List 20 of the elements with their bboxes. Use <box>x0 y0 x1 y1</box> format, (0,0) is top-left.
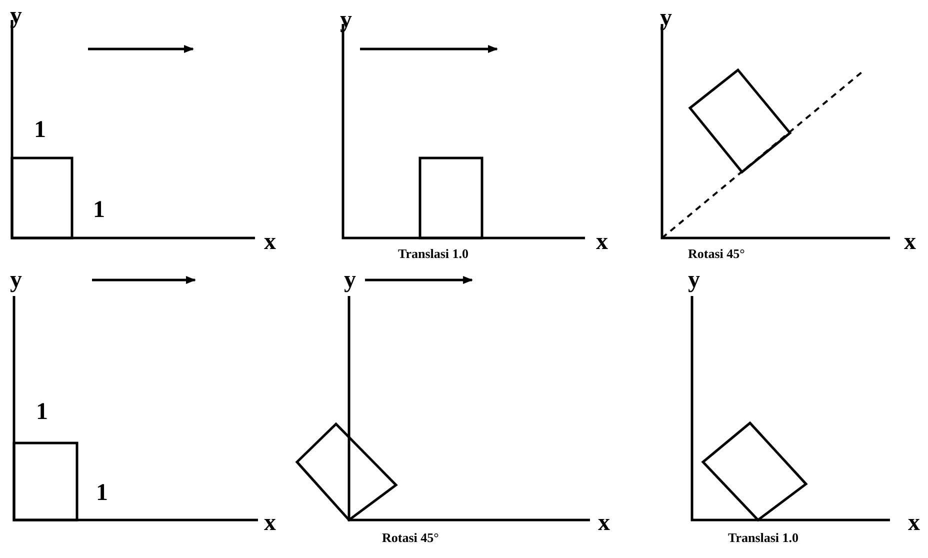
axis-label: y <box>340 8 352 32</box>
dimension-label: 1 <box>34 118 46 142</box>
axis-label: x <box>908 511 920 535</box>
caption: Rotasi 45° <box>688 247 745 260</box>
caption: Translasi 1.0 <box>728 531 799 544</box>
axis-label: y <box>344 268 356 292</box>
dimension-label: 1 <box>96 481 108 505</box>
dimension-label: 1 <box>93 198 105 222</box>
axis-label: y <box>660 6 672 30</box>
axis-label: x <box>264 511 276 535</box>
dimension-label: 1 <box>36 400 48 424</box>
axis-label: y <box>688 268 700 292</box>
axis-label: x <box>598 511 610 535</box>
caption: Translasi 1.0 <box>398 247 469 260</box>
axis-label: y <box>10 4 22 28</box>
axis-label: x <box>264 230 276 254</box>
axis-label: x <box>904 230 916 254</box>
axis-label: x <box>596 230 608 254</box>
axis-label: y <box>10 268 22 292</box>
caption: Rotasi 45° <box>382 531 439 544</box>
